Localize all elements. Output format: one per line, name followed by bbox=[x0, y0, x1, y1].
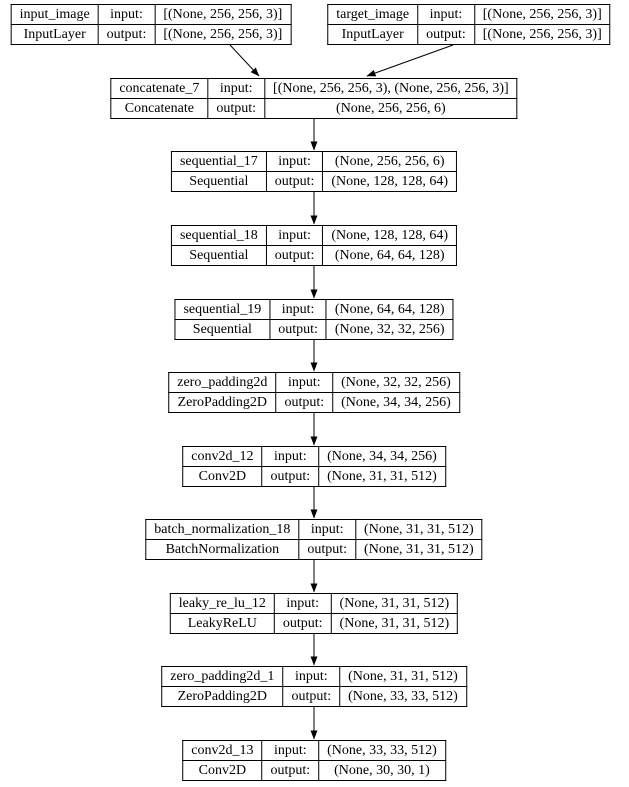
node-conv2d_13: conv2d_13 input: (None, 33, 33, 512) Con… bbox=[182, 740, 446, 781]
input-shape: (None, 34, 34, 256) bbox=[318, 446, 446, 467]
output-shape: (None, 256, 256, 6) bbox=[264, 98, 518, 119]
input-label: input: bbox=[282, 666, 341, 687]
layer-name: concatenate_7 bbox=[110, 78, 209, 99]
layer-name: batch_normalization_18 bbox=[145, 519, 300, 540]
layer-type: Sequential bbox=[170, 245, 267, 266]
node-concatenate_7: concatenate_7 input: [(None, 256, 256, 3… bbox=[110, 78, 518, 119]
input-label: input: bbox=[298, 519, 357, 540]
input-label: input: bbox=[97, 4, 156, 25]
layer-type: ZeroPadding2D bbox=[161, 686, 284, 707]
input-shape: [(None, 256, 256, 3)] bbox=[154, 4, 292, 25]
input-label: input: bbox=[207, 78, 266, 99]
layer-name: leaky_re_lu_12 bbox=[169, 593, 275, 614]
output-shape: (None, 30, 30, 1) bbox=[318, 760, 446, 781]
input-shape: (None, 33, 33, 512) bbox=[318, 740, 446, 761]
output-label: output: bbox=[417, 24, 475, 45]
layer-name: sequential_17 bbox=[170, 151, 267, 172]
layer-type: Sequential bbox=[170, 171, 267, 192]
input-label: input: bbox=[261, 446, 320, 467]
node-leaky_re_lu_12: leaky_re_lu_12 input: (None, 31, 31, 512… bbox=[169, 593, 459, 634]
layer-name: sequential_19 bbox=[174, 299, 271, 320]
layer-type: Conv2D bbox=[182, 760, 263, 781]
layer-type: Conv2D bbox=[182, 466, 263, 487]
layer-name: target_image bbox=[327, 4, 419, 25]
output-shape: (None, 31, 31, 512) bbox=[318, 466, 446, 487]
output-label: output: bbox=[282, 686, 341, 707]
output-label: output: bbox=[97, 24, 156, 45]
node-zero_padding2d_1: zero_padding2d_1 input: (None, 31, 31, 5… bbox=[161, 666, 467, 707]
output-label: output: bbox=[207, 98, 266, 119]
node-sequential_19: sequential_19 input: (None, 64, 64, 128)… bbox=[174, 299, 454, 340]
layer-type: LeakyReLU bbox=[169, 613, 275, 634]
node-batch_normalization_18: batch_normalization_18 input: (None, 31,… bbox=[145, 519, 483, 560]
input-label: input: bbox=[275, 372, 334, 393]
input-label: input: bbox=[273, 593, 332, 614]
node-sequential_18: sequential_18 input: (None, 128, 128, 64… bbox=[170, 225, 458, 266]
layer-name: conv2d_12 bbox=[182, 446, 263, 467]
layer-type: BatchNormalization bbox=[145, 539, 300, 560]
node-sequential_17: sequential_17 input: (None, 256, 256, 6)… bbox=[170, 151, 458, 192]
output-shape: (None, 33, 33, 512) bbox=[339, 686, 467, 707]
output-label: output: bbox=[265, 245, 324, 266]
layer-name: zero_padding2d bbox=[168, 372, 277, 393]
output-shape: [(None, 256, 256, 3)] bbox=[473, 24, 611, 45]
input-shape: [(None, 256, 256, 3)] bbox=[473, 4, 611, 25]
node-target_image: target_image input: [(None, 256, 256, 3)… bbox=[327, 4, 611, 45]
input-shape: (None, 31, 31, 512) bbox=[355, 519, 483, 540]
input-shape: (None, 31, 31, 512) bbox=[339, 666, 467, 687]
output-shape: [(None, 256, 256, 3)] bbox=[154, 24, 292, 45]
output-shape: (None, 128, 128, 64) bbox=[322, 171, 458, 192]
output-label: output: bbox=[269, 319, 327, 340]
input-label: input: bbox=[261, 740, 320, 761]
output-label: output: bbox=[273, 613, 332, 634]
output-label: output: bbox=[298, 539, 357, 560]
layer-name: input_image bbox=[10, 4, 99, 25]
layer-name: sequential_18 bbox=[170, 225, 267, 246]
input-shape: (None, 64, 64, 128) bbox=[325, 299, 454, 320]
layer-name: zero_padding2d_1 bbox=[161, 666, 284, 687]
output-shape: (None, 64, 64, 128) bbox=[322, 245, 458, 266]
input-label: input: bbox=[269, 299, 327, 320]
layer-type: InputLayer bbox=[327, 24, 419, 45]
node-input_image: input_image input: [(None, 256, 256, 3)]… bbox=[10, 4, 292, 45]
input-label: input: bbox=[417, 4, 475, 25]
output-shape: (None, 31, 31, 512) bbox=[355, 539, 483, 560]
input-shape: (None, 31, 31, 512) bbox=[330, 593, 459, 614]
input-shape: [(None, 256, 256, 3), (None, 256, 256, 3… bbox=[264, 78, 518, 99]
output-label: output: bbox=[261, 760, 320, 781]
layer-name: conv2d_13 bbox=[182, 740, 263, 761]
output-label: output: bbox=[261, 466, 320, 487]
layer-type: InputLayer bbox=[10, 24, 99, 45]
output-shape: (None, 32, 32, 256) bbox=[325, 319, 454, 340]
node-zero_padding2d: zero_padding2d input: (None, 32, 32, 256… bbox=[168, 372, 460, 413]
edge-input_image-to-concatenate_7 bbox=[229, 44, 260, 77]
output-label: output: bbox=[265, 171, 324, 192]
edge-target_image-to-concatenate_7 bbox=[366, 44, 454, 77]
input-shape: (None, 256, 256, 6) bbox=[322, 151, 458, 172]
input-shape: (None, 128, 128, 64) bbox=[322, 225, 458, 246]
input-label: input: bbox=[265, 151, 324, 172]
input-label: input: bbox=[265, 225, 324, 246]
node-conv2d_12: conv2d_12 input: (None, 34, 34, 256) Con… bbox=[182, 446, 446, 487]
output-label: output: bbox=[275, 392, 334, 413]
layer-type: ZeroPadding2D bbox=[168, 392, 277, 413]
layer-type: Concatenate bbox=[110, 98, 209, 119]
input-shape: (None, 32, 32, 256) bbox=[332, 372, 460, 393]
output-shape: (None, 34, 34, 256) bbox=[332, 392, 460, 413]
output-shape: (None, 31, 31, 512) bbox=[330, 613, 459, 634]
layer-type: Sequential bbox=[174, 319, 271, 340]
